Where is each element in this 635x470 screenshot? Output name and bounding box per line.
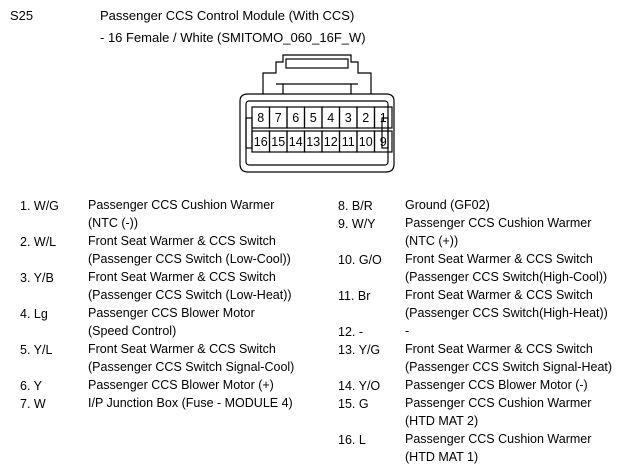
- pin-id: 10. G/O: [338, 253, 382, 267]
- pin-description: Front Seat Warmer & CCS Switch (Passenger…: [88, 232, 291, 268]
- pin-description-line: Front Seat Warmer & CCS Switch: [405, 252, 593, 266]
- connector-subtitle: - 16 Female / White (SMITOMO_060_16F_W): [100, 30, 366, 45]
- pin-number-4: 4: [327, 111, 334, 125]
- pin-description: Ground (GF02): [405, 196, 490, 214]
- pin-description: Passenger CCS Blower Motor (Speed Control…: [88, 304, 255, 340]
- pin-id: 12. -: [338, 325, 364, 339]
- pin-id: 5. Y/L: [20, 343, 53, 357]
- pin-number-7: 7: [275, 111, 282, 125]
- pin-description-line: Passenger CCS Blower Motor: [88, 306, 255, 320]
- pin-description-line: (Passenger CCS Switch(High-Cool)): [405, 270, 608, 284]
- pin-description-line: (Passenger CCS Switch Signal-Cool): [88, 360, 295, 374]
- pin-number-11: 11: [342, 135, 355, 149]
- pin-description-line: (HTD MAT 1): [405, 450, 479, 464]
- pin-number-14: 14: [289, 135, 303, 149]
- pin-description-line: Front Seat Warmer & CCS Switch: [88, 270, 276, 284]
- pin-description-line: I/P Junction Box (Fuse - MODULE 4): [88, 396, 293, 410]
- connector-title: Passenger CCS Control Module (With CCS): [100, 8, 355, 23]
- pin-description-line: (Passenger CCS Switch Signal-Heat): [405, 360, 613, 374]
- pin-id: 8. B/R: [338, 199, 373, 213]
- pin-description-line: (HTD MAT 2): [405, 414, 479, 428]
- pin-description: Front Seat Warmer & CCS Switch (Passenger…: [405, 286, 608, 322]
- pin-description-line: Passenger CCS Blower Motor (-): [405, 378, 588, 392]
- pin-id: 9. W/Y: [338, 217, 376, 231]
- pin-number-12: 12: [324, 135, 338, 149]
- pin-id: 6. Y: [20, 379, 43, 393]
- pin-id: 2. W/L: [20, 235, 57, 249]
- pin-description-line: (Passenger CCS Switch(High-Heat)): [405, 306, 608, 320]
- pin-description: Passenger CCS Cushion Warmer (NTC (+)): [405, 214, 591, 250]
- pin-description: I/P Junction Box (Fuse - MODULE 4): [88, 394, 293, 412]
- pin-number-8: 8: [257, 111, 264, 125]
- pin-description-line: Passenger CCS Cushion Warmer: [405, 216, 592, 230]
- pin-description: Passenger CCS Blower Motor (-): [405, 376, 588, 394]
- pin-description-line: Passenger CCS Cushion Warmer: [88, 198, 275, 212]
- pin-description: -: [405, 322, 409, 340]
- pin-cell-1: [373, 106, 393, 129]
- connector-code: S25: [10, 8, 34, 23]
- pin-description-line: Passenger CCS Blower Motor (+): [88, 378, 274, 392]
- pin-number-10: 10: [359, 135, 373, 149]
- pin-number-2: 2: [362, 111, 369, 125]
- pin-number-3: 3: [345, 111, 352, 125]
- pin-description-line: Front Seat Warmer & CCS Switch: [88, 342, 276, 356]
- pin-number-13: 13: [306, 135, 320, 149]
- pin-id: 1. W/G: [20, 199, 59, 213]
- pin-description: Passenger CCS Blower Motor (+): [88, 376, 274, 394]
- pin-description: Front Seat Warmer & CCS Switch (Passenger…: [88, 340, 294, 376]
- pin-id: 16. L: [338, 433, 366, 447]
- pin-id: 11. Br: [338, 289, 371, 303]
- pin-description-line: Passenger CCS Cushion Warmer: [405, 396, 592, 410]
- pin-cell-9: [373, 130, 393, 153]
- connector-latch: [262, 54, 372, 94]
- connector-housing: [239, 93, 395, 173]
- pin-description: Passenger CCS Cushion Warmer (HTD MAT 2): [405, 394, 591, 430]
- pin-id: 15. G: [338, 397, 369, 411]
- pin-number-5: 5: [310, 111, 317, 125]
- pin-description-line: Front Seat Warmer & CCS Switch: [405, 342, 593, 356]
- pin-description: Front Seat Warmer & CCS Switch (Passenger…: [405, 340, 612, 376]
- pin-description-line: Front Seat Warmer & CCS Switch: [405, 288, 593, 302]
- pin-description-line: -: [405, 324, 410, 338]
- pin-description-line: Passenger CCS Cushion Warmer: [405, 432, 592, 446]
- pin-number-1: 1: [380, 111, 387, 125]
- pin-number-9: 9: [380, 135, 387, 149]
- pin-description-line: (NTC (-)): [88, 216, 138, 230]
- pin-description-line: (Speed Control): [88, 324, 177, 338]
- pin-id: 14. Y/O: [338, 379, 381, 393]
- pin-number-15: 15: [271, 135, 285, 149]
- pin-description-line: (Passenger CCS Switch (Low-Cool)): [88, 252, 291, 266]
- latch-slot: [285, 58, 349, 69]
- pin-description-line: (NTC (+)): [405, 234, 459, 248]
- pin-id: 7. W: [20, 397, 46, 411]
- pin-id: 3. Y/B: [20, 271, 54, 285]
- pin-description-line: (Passenger CCS Switch (Low-Heat)): [88, 288, 292, 302]
- pin-id: 13. Y/G: [338, 343, 381, 357]
- pin-number-6: 6: [292, 111, 299, 125]
- pin-number-16: 16: [254, 135, 268, 149]
- pin-description: Front Seat Warmer & CCS Switch (Passenger…: [88, 268, 292, 304]
- pin-description: Passenger CCS Cushion Warmer (HTD MAT 1): [405, 430, 591, 466]
- pin-description-line: Front Seat Warmer & CCS Switch: [88, 234, 276, 248]
- pin-id: 4. Lg: [20, 307, 48, 321]
- pin-description-line: Ground (GF02): [405, 198, 490, 212]
- pin-description: Passenger CCS Cushion Warmer (NTC (-)): [88, 196, 274, 232]
- pin-description: Front Seat Warmer & CCS Switch (Passenger…: [405, 250, 607, 286]
